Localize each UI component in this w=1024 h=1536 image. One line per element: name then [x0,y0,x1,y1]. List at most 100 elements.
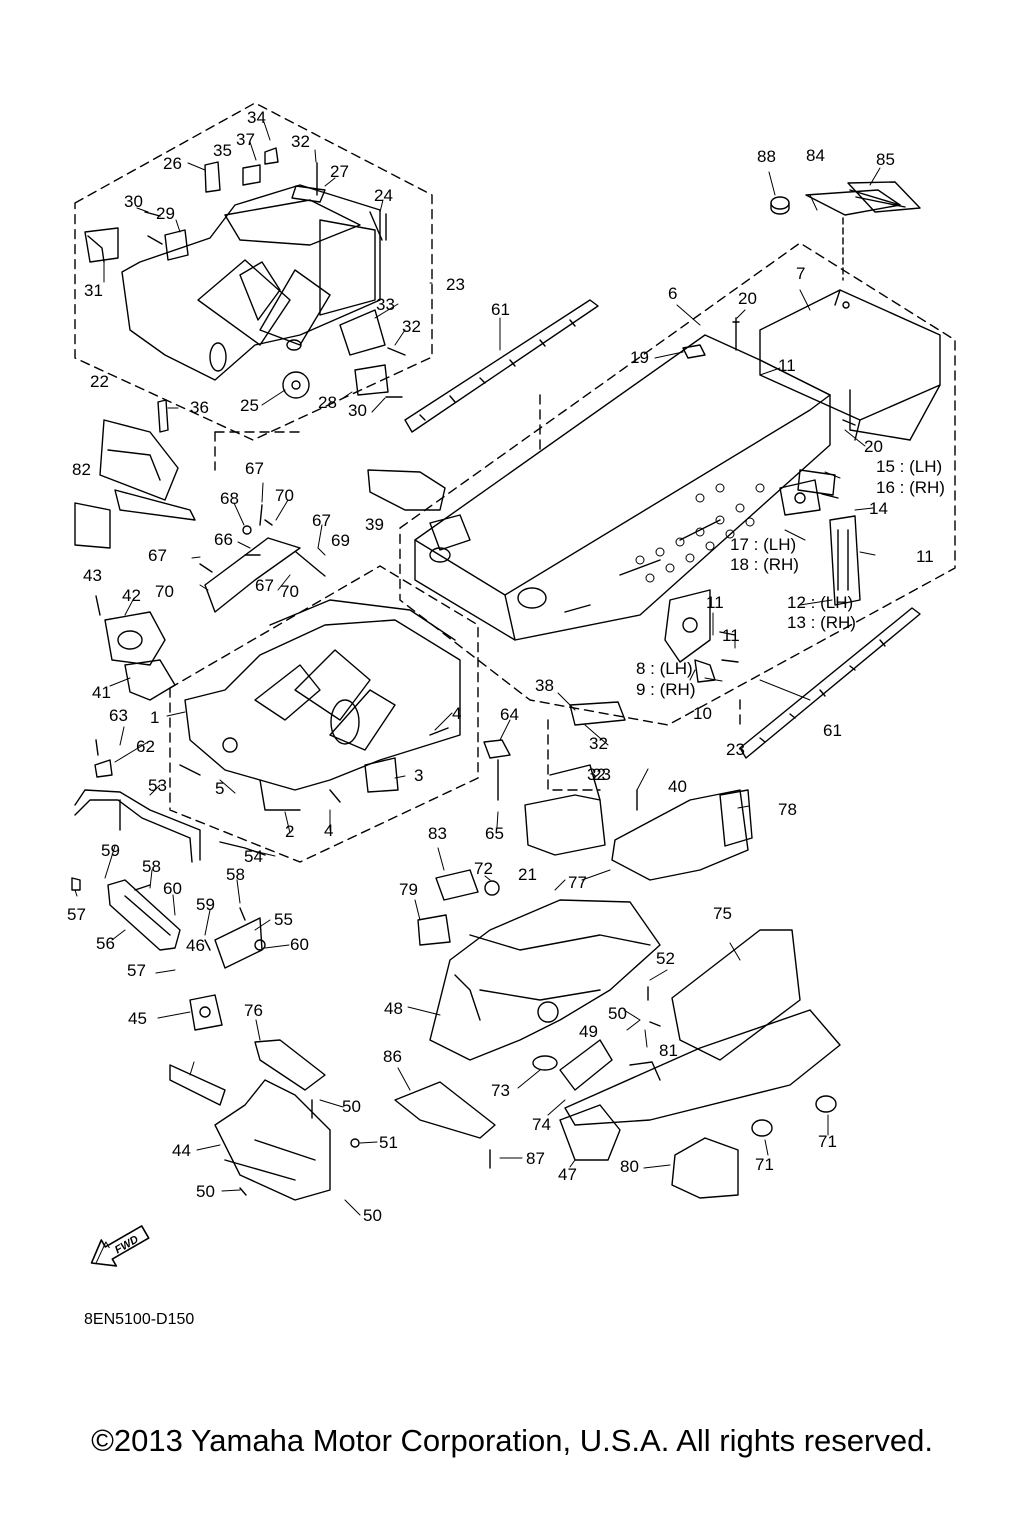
skid-44 [214,1079,331,1201]
part-callout: 68 [220,489,239,508]
part-callout: 46 [186,936,205,955]
part-callout: 38 [535,676,554,695]
part-callout: 88 [757,147,776,166]
part-callout: 82 [72,460,91,479]
part-callout: 23 [726,740,745,759]
part-callout: 81 [659,1041,678,1060]
part-callout: 65 [485,824,504,843]
part-callout: 70 [155,582,174,601]
rail-61 [404,299,921,759]
lower-frame-part [184,599,461,811]
part-callout: 47 [558,1165,577,1184]
part-callout: 20 [738,289,757,308]
part-callout: 50 [363,1206,382,1225]
part-callout: 54 [244,847,263,866]
part-callout: 42 [122,586,141,605]
part-callout: 79 [399,880,418,899]
tunnel-part [414,334,831,641]
box-21 [524,794,606,856]
part-callout: 58 [142,857,161,876]
part-callout: 56 [96,934,115,953]
part-callout: 55 [274,910,293,929]
part-callout: 74 [532,1115,551,1134]
panel-78 [611,789,749,881]
part-callout: 17 : (LH) [730,535,797,554]
cap-88 [770,196,790,210]
part-callout: 57 [67,905,86,924]
part-callout: 37 [236,130,255,149]
part-callout: 49 [579,1022,598,1041]
fwd-label: FWD [113,1233,141,1256]
part-callout: 71 [818,1132,837,1151]
cover-80 [671,1137,739,1199]
upper-frame-part [121,184,381,381]
part-callout: 41 [92,683,111,702]
cowl-81 [564,1009,841,1126]
part-callout: 23 [446,275,465,294]
part-callout: 75 [713,904,732,923]
left-brackets [74,399,196,549]
part-callout: 61 [491,300,510,319]
panel-86 [394,1081,496,1139]
part-callout: 27 [330,162,349,181]
part-callout: 33 [376,295,395,314]
part-callout: 73 [491,1081,510,1100]
part-callout: 77 [568,873,587,892]
part-callout: 26 [163,154,182,173]
part-callout: 78 [778,800,797,819]
tunnel-group-boundary [399,242,956,726]
decal-85 [847,181,921,213]
part-callout: 40 [668,777,687,796]
bracket-39 [367,469,446,511]
part-callout: 34 [247,108,266,127]
drawing-code: 8EN5100-D150 [84,1311,195,1328]
part-callout: 83 [428,824,447,843]
part-callout: 9 : (RH) [636,680,696,699]
part-callout: 85 [876,150,895,169]
part-callout: 28 [318,393,337,412]
part-callout: 11 [916,547,934,566]
part-callout: 11 [778,356,796,375]
part-callout: 23 [592,765,611,784]
part-callout: 80 [620,1157,639,1176]
cowl-75 [671,929,801,1061]
part-callout: 10 [693,704,712,723]
part-callout: 32 [589,734,608,753]
part-callout: 64 [500,705,519,724]
part-callout: 21 [518,865,537,884]
copyright-notice: ©2013 Yamaha Motor Corporation, U.S.A. A… [91,1423,933,1458]
part-callout: 67 [312,511,331,530]
part-callout: 70 [275,486,294,505]
bumper-53 [74,739,201,863]
part-callout: 84 [806,146,825,165]
part-callout: 86 [383,1047,402,1066]
part-callout: 76 [244,1001,263,1020]
part-callout: 61 [823,721,842,740]
panel-76 [254,1039,326,1091]
part-callout: 39 [365,515,384,534]
part-callout: 15 : (LH) [876,457,943,476]
part-callout: 45 [128,1009,147,1028]
part-callout: 66 [214,530,233,549]
bracket-12 [829,515,861,606]
part-callout: 19 [630,348,649,367]
console-48 [429,899,661,1061]
part-callout: 59 [101,841,120,860]
part-callout: 69 [331,531,350,550]
part-callout: 6 [668,284,678,303]
part-callout: 25 [240,396,259,415]
part-callout: 50 [608,1004,627,1023]
part-callout: 60 [290,935,309,954]
bracket-8 [664,589,711,663]
part-callout: 16 : (RH) [876,478,945,497]
part-callout: 11 [722,626,740,645]
part-callout: 30 [124,192,143,211]
part-callout: 58 [226,865,245,884]
plate-56 [107,879,181,951]
part-callout: 50 [342,1097,361,1116]
upper-frame-group-boundary [74,102,433,441]
part-callout: 67 [245,459,264,478]
part-callout: 44 [172,1141,191,1160]
part-callout: 2 [285,822,295,841]
